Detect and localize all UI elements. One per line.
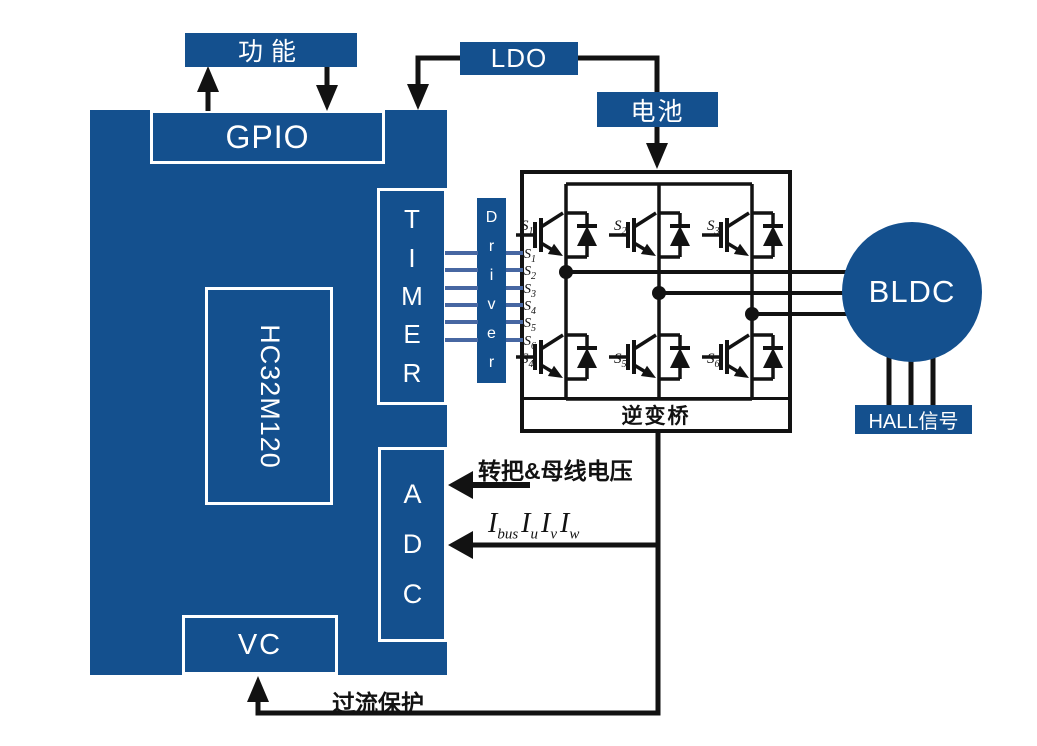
function-label: 功能 [237,38,304,66]
current-signal: Iv [541,508,557,543]
throttle-bus-voltage-label: 转把&母线电压 [478,458,633,484]
stacked-letter: i [489,267,494,284]
ldo-label: LDO [490,43,548,73]
vc-box: VC [182,615,338,675]
stacked-letter: v [487,296,496,313]
stacked-letter: r [488,354,495,371]
stacked-letter: E [403,319,421,350]
hall-signal-label: HALL信号 [868,411,959,433]
gpio-box: GPIO [150,110,385,164]
stacked-letter: I [408,242,416,273]
function-box: 功能 [185,33,357,67]
bldc-motor-circle: BLDC [842,222,982,362]
stacked-letter: A [403,479,422,509]
mcu-name-box: HC32M120 [205,287,333,505]
stacked-letter: D [402,529,423,559]
stacked-letter: R [402,357,422,388]
battery-label: 电池 [630,97,685,126]
stacked-letter: M [401,280,423,311]
inverter-bridge-title: 逆变桥 [524,397,788,429]
hall-signal-box: HALL信号 [855,405,972,434]
battery-box: 电池 [597,92,718,127]
inverter-bridge-label: 逆变桥 [621,404,691,428]
stacked-letter: r [488,238,495,255]
vc-label: VC [237,628,283,661]
stacked-letter: T [404,204,420,235]
current-signal: Ibus [488,508,519,543]
gpio-label: GPIO [225,118,310,155]
ldo-box: LDO [460,42,578,75]
stacked-letter: D [485,209,498,226]
bldc-label: BLDC [868,274,956,309]
inverter-bridge-box: 逆变桥 [520,170,792,433]
mcu-name-label: HC32M120 [254,323,285,469]
current-signal: Iw [560,508,580,543]
stacked-letter: C [402,579,423,609]
current-signal: Iu [521,508,538,543]
stacked-letter: e [487,325,496,342]
overcurrent-protection-label: 过流保护 [332,690,424,716]
